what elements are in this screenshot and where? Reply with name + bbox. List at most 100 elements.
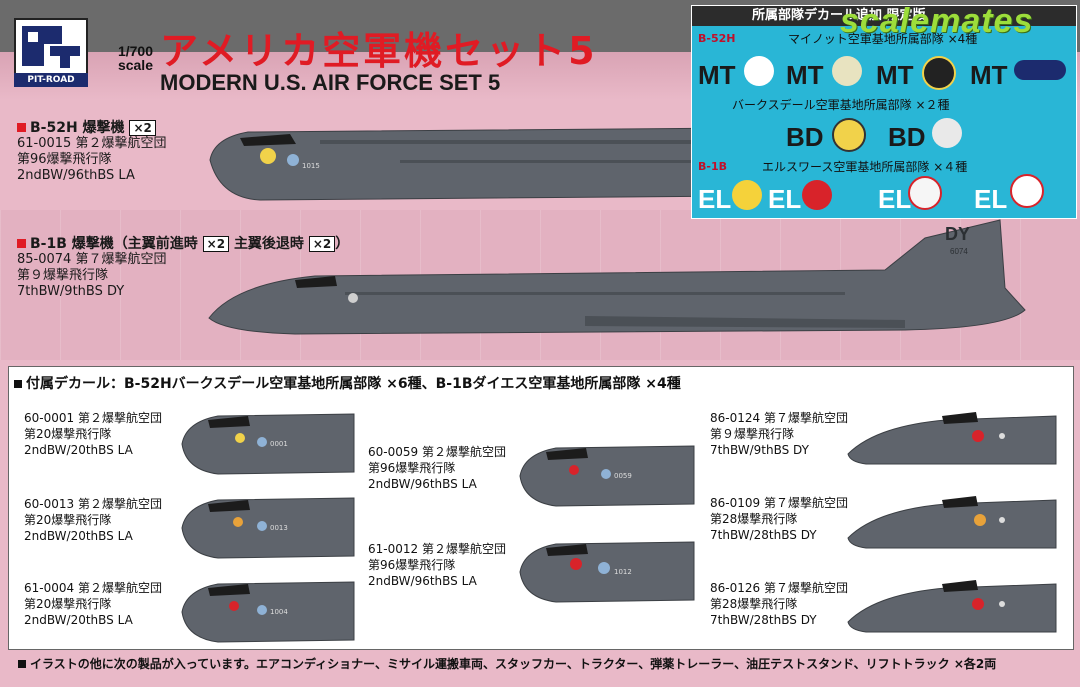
b1b-qty-forward: ×2	[202, 236, 230, 252]
b1b-close-paren: ）	[335, 236, 350, 252]
decal-entry-left-1: 60-0001 第２爆撃航空団 第20爆撃飛行隊 2ndBW/20thBS LA	[24, 410, 162, 458]
entry-line3: 2ndBW/20thBS LA	[24, 443, 133, 457]
entry-line1: 60-0013 第２爆撃航空団	[24, 497, 162, 511]
decal-code-mt-3: MT	[876, 60, 914, 90]
mt-emblem-icon	[744, 56, 774, 86]
b52-nose-5: 1012	[519, 541, 695, 603]
bird-emblem-icon	[922, 56, 956, 90]
crow-emblem-icon	[932, 118, 962, 148]
b1b-caption: B-1B 爆撃機（主翼前進時 ×2 主翼後退時 ×2） 85-0074 第７爆撃…	[17, 236, 349, 300]
entry-line2: 第20爆撃飛行隊	[24, 597, 112, 611]
lightning-emblem-icon	[732, 180, 762, 210]
nose-serial: 0059	[614, 472, 632, 480]
b52-nose-3: 1004	[181, 581, 355, 643]
b1b-nose-1	[847, 412, 1057, 465]
entry-line3: 7thBW/28thBS DY	[710, 528, 817, 542]
b1b-nose-2	[847, 496, 1057, 549]
decal-code-el-3: EL	[878, 184, 912, 214]
b1b-nose-3	[847, 580, 1057, 633]
entry-line1: 61-0004 第２爆撃航空団	[24, 581, 162, 595]
b52-caption: B-52H 爆撃機 ×2 61-0015 第２爆撃航空団 第96爆撃飛行隊 2n…	[17, 120, 166, 184]
decal-entry-left-3: 61-0004 第２爆撃航空団 第20爆撃飛行隊 2ndBW/20thBS LA	[24, 580, 162, 628]
bullet-square	[14, 380, 22, 388]
entry-line1: 60-0001 第２爆撃航空団	[24, 411, 162, 425]
decal-code-bd-1: BD	[786, 122, 824, 152]
limited-decal-panel: 所属部隊デカール追加 限定版 B-52H マイノット空軍基地所属部隊 ×4種 M…	[691, 5, 1077, 219]
entry-line3: 2ndBW/96thBS LA	[368, 574, 477, 588]
decal-code-el-2: EL	[768, 184, 802, 214]
decal-ellsworth-note: エルスワース空軍基地所属部隊 ×４種	[762, 160, 968, 174]
decal-code-el-1: EL	[698, 184, 732, 214]
bullet-marker	[17, 239, 26, 248]
b52-nose-2: 0013	[181, 497, 355, 559]
decal-barksdale-note: バークスデール空軍基地所属部隊 ×２種	[732, 98, 950, 112]
decal-code-bd-2: BD	[888, 122, 926, 152]
footer-note: イラストの他に次の製品が入っています。エアコンディショナー、ミサイル運搬車両、ス…	[18, 655, 996, 672]
decal-entry-right-1: 86-0124 第７爆撃航空団 第９爆撃飛行隊 7thBW/9thBS DY	[710, 410, 848, 458]
entry-line2: 第28爆撃飛行隊	[710, 512, 798, 526]
decal-code-el-4: EL	[974, 184, 1008, 214]
decal-code-mt-2: MT	[786, 60, 824, 90]
bullet-square	[18, 660, 26, 668]
decal-entry-right-3: 86-0126 第７爆撃航空団 第28爆撃飛行隊 7thBW/28thBS DY	[710, 580, 848, 628]
bullet-marker	[17, 123, 26, 132]
red-emblem-icon	[802, 180, 832, 210]
decal-entry-left-2: 60-0013 第２爆撃航空団 第20爆撃飛行隊 2ndBW/20thBS LA	[24, 496, 162, 544]
nose-serial: 1004	[270, 608, 288, 616]
b52-line3: 2ndBW/96thBS LA	[17, 168, 135, 183]
entry-line1: 86-0109 第７爆撃航空団	[710, 496, 848, 510]
b52-nose-4: 0059	[519, 445, 695, 507]
entry-line2: 第20爆撃飛行隊	[24, 513, 112, 527]
b52-line1: 61-0015 第２爆撃航空団	[17, 136, 167, 151]
nose-serial: 0001	[270, 440, 288, 448]
decal-b1b-tag: B-1B	[698, 160, 727, 173]
tiger-emblem-icon	[832, 118, 866, 152]
nose-serial: 0013	[270, 524, 288, 532]
b1b-side-view: DY 6074	[208, 219, 1026, 335]
b52-nose-1: 0001	[181, 413, 355, 475]
b1b-line2: 第９爆撃飛行隊	[17, 268, 109, 283]
logo-mark	[14, 18, 88, 77]
b52-side-view: 1015	[209, 127, 741, 201]
b1b-swept-label: 主翼後退時	[233, 236, 304, 252]
b52-qty: ×2	[129, 120, 156, 136]
entry-line1: 86-0124 第７爆撃航空団	[710, 411, 848, 425]
scalemates-watermark: scalemates	[840, 2, 1034, 40]
decal-entry-mid-2: 61-0012 第２爆撃航空団 第96爆撃飛行隊 2ndBW/96thBS LA	[368, 541, 506, 589]
entry-line3: 7thBW/9thBS DY	[710, 443, 809, 457]
scale-label: 1/700 scale	[117, 43, 153, 73]
b1b-line1: 85-0074 第７爆撃航空団	[17, 252, 167, 267]
entry-line1: 61-0012 第２爆撃航空団	[368, 542, 506, 556]
svg-text:1015: 1015	[302, 162, 320, 170]
decal-entry-mid-1: 60-0059 第２爆撃航空団 第96爆撃飛行隊 2ndBW/96thBS LA	[368, 444, 506, 492]
b52-heading: B-52H 爆撃機	[30, 120, 125, 136]
decal-code-mt-4: MT	[970, 60, 1008, 90]
b1b-qty-swept: ×2	[308, 236, 336, 252]
b52-line2: 第96爆撃飛行隊	[17, 152, 112, 167]
b1b-tail-code: DY	[945, 224, 970, 244]
wasp-emblem-icon	[832, 56, 862, 86]
pr-logo-icon	[22, 26, 80, 68]
entry-line1: 86-0126 第７爆撃航空団	[710, 581, 848, 595]
entry-line2: 第20爆撃飛行隊	[24, 427, 112, 441]
entry-line2: 第９爆撃飛行隊	[710, 427, 795, 441]
b1b-line3: 7thBW/9thBS DY	[17, 284, 125, 299]
entry-line3: 2ndBW/20thBS LA	[24, 613, 133, 627]
knight-emblem-icon	[1010, 174, 1044, 208]
footer-text: イラストの他に次の製品が入っています。エアコンディショナー、ミサイル運搬車両、ス…	[30, 657, 997, 671]
title-english: MODERN U.S. AIR FORCE SET 5	[160, 70, 501, 95]
pit-road-logo: PIT-ROAD	[14, 18, 88, 88]
brand-name: PIT-ROAD	[14, 73, 88, 87]
entry-line3: 7thBW/28thBS DY	[710, 613, 817, 627]
entry-line2: 第96爆撃飛行隊	[368, 558, 456, 572]
decal-panel-title: 所属部隊デカール追加 限定版	[692, 6, 1076, 26]
title-japanese: アメリカ空軍機セット5	[160, 29, 598, 73]
entry-line2: 第96爆撃飛行隊	[368, 461, 456, 475]
entry-line3: 2ndBW/20thBS LA	[24, 529, 133, 543]
included-decals-text: 付属デカール：B-52Hバークスデール空軍基地所属部隊 ×6種、B-1Bダイエス…	[26, 376, 681, 392]
entry-line3: 2ndBW/96thBS LA	[368, 477, 477, 491]
b1b-heading: B-1B 爆撃機（主翼前進時	[30, 236, 198, 252]
decal-entry-right-2: 86-0109 第７爆撃航空団 第28爆撃飛行隊 7thBW/28thBS DY	[710, 495, 848, 543]
decal-minot-note: マイノット空軍基地所属部隊 ×4種	[788, 32, 978, 46]
included-decals-heading: 付属デカール：B-52Hバークスデール空軍基地所属部隊 ×6種、B-1Bダイエス…	[14, 373, 681, 393]
